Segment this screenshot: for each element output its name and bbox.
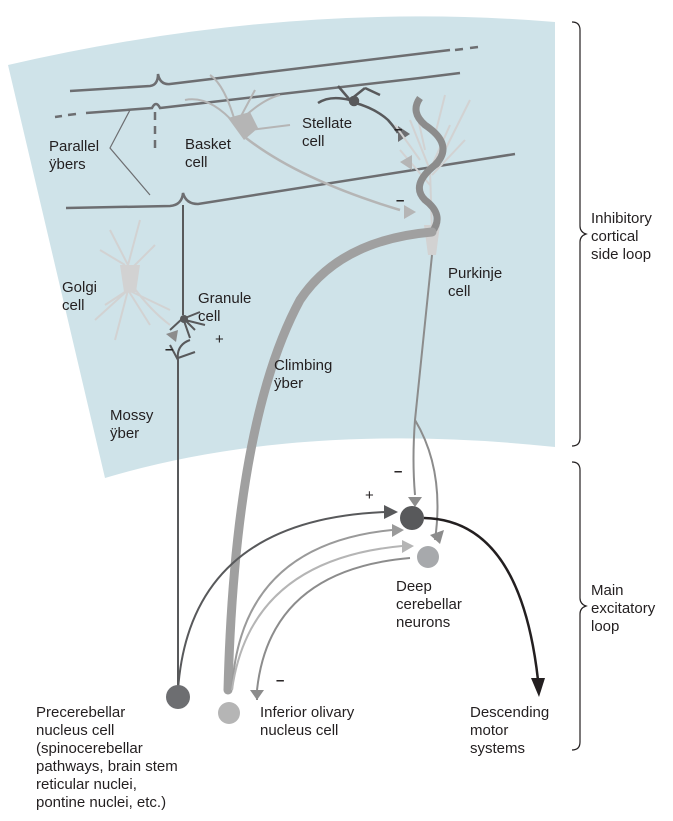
climbing-deep-synapse-2 — [402, 540, 414, 553]
inhibitory-loop-label: Inhibitory cortical side loop — [591, 210, 652, 264]
olive-synapse — [250, 690, 264, 700]
granule-cell-body — [180, 315, 188, 323]
deep-neuron-dark — [400, 506, 424, 530]
basket-cell-label: Basket cell — [185, 136, 231, 172]
olive-inhibitory-sign: – — [276, 673, 284, 688]
inferior-olivary-nucleus-cell-label: Inferior olivary nucleus cell — [260, 704, 354, 740]
mossy-fiber-label: Mossy ÿber — [110, 407, 153, 443]
excitatory-loop-label: Main excitatory loop — [591, 582, 655, 636]
deep-excitatory-sign: + — [365, 488, 374, 503]
stellate-cell-label: Stellate cell — [302, 115, 352, 151]
golgi-inhibitory-sign: – — [165, 342, 173, 357]
deep-nucleus-inputs — [178, 512, 410, 690]
deep-inhibitory-sign: – — [394, 464, 402, 479]
stellate-inhibitory-sign: – — [394, 122, 402, 137]
precerebellar-nucleus-cell-label: Precerebellar nucleus cell (spinocerebel… — [36, 704, 178, 812]
granule-excitatory-sign: + — [215, 332, 224, 347]
granule-cell-label: Granule cell — [198, 290, 251, 326]
deep-cerebellar-neurons-label: Deep cerebellar neurons — [396, 578, 462, 632]
purkinje-cell-label: Purkinje cell — [448, 265, 502, 301]
cerebellar-cortex-region — [8, 16, 555, 478]
climbing-deep-synapse — [392, 524, 404, 537]
parallel-fibers-label: Parallel ÿbers — [49, 138, 99, 174]
golgi-cell-label: Golgi cell — [62, 279, 97, 315]
purkinje-synapse-upper — [408, 497, 422, 507]
loop-brackets — [572, 22, 586, 750]
descending-motor-systems-label: Descending motor systems — [470, 704, 549, 758]
descending-arrowhead — [531, 678, 545, 697]
inferior-olivary-nucleus-cell — [218, 702, 240, 724]
purkinje-inhibitory-sign: – — [396, 193, 404, 208]
mossy-deep-synapse — [384, 505, 398, 519]
climbing-fiber-label: Climbing ÿber — [274, 357, 332, 393]
deep-neuron-light — [417, 546, 439, 568]
